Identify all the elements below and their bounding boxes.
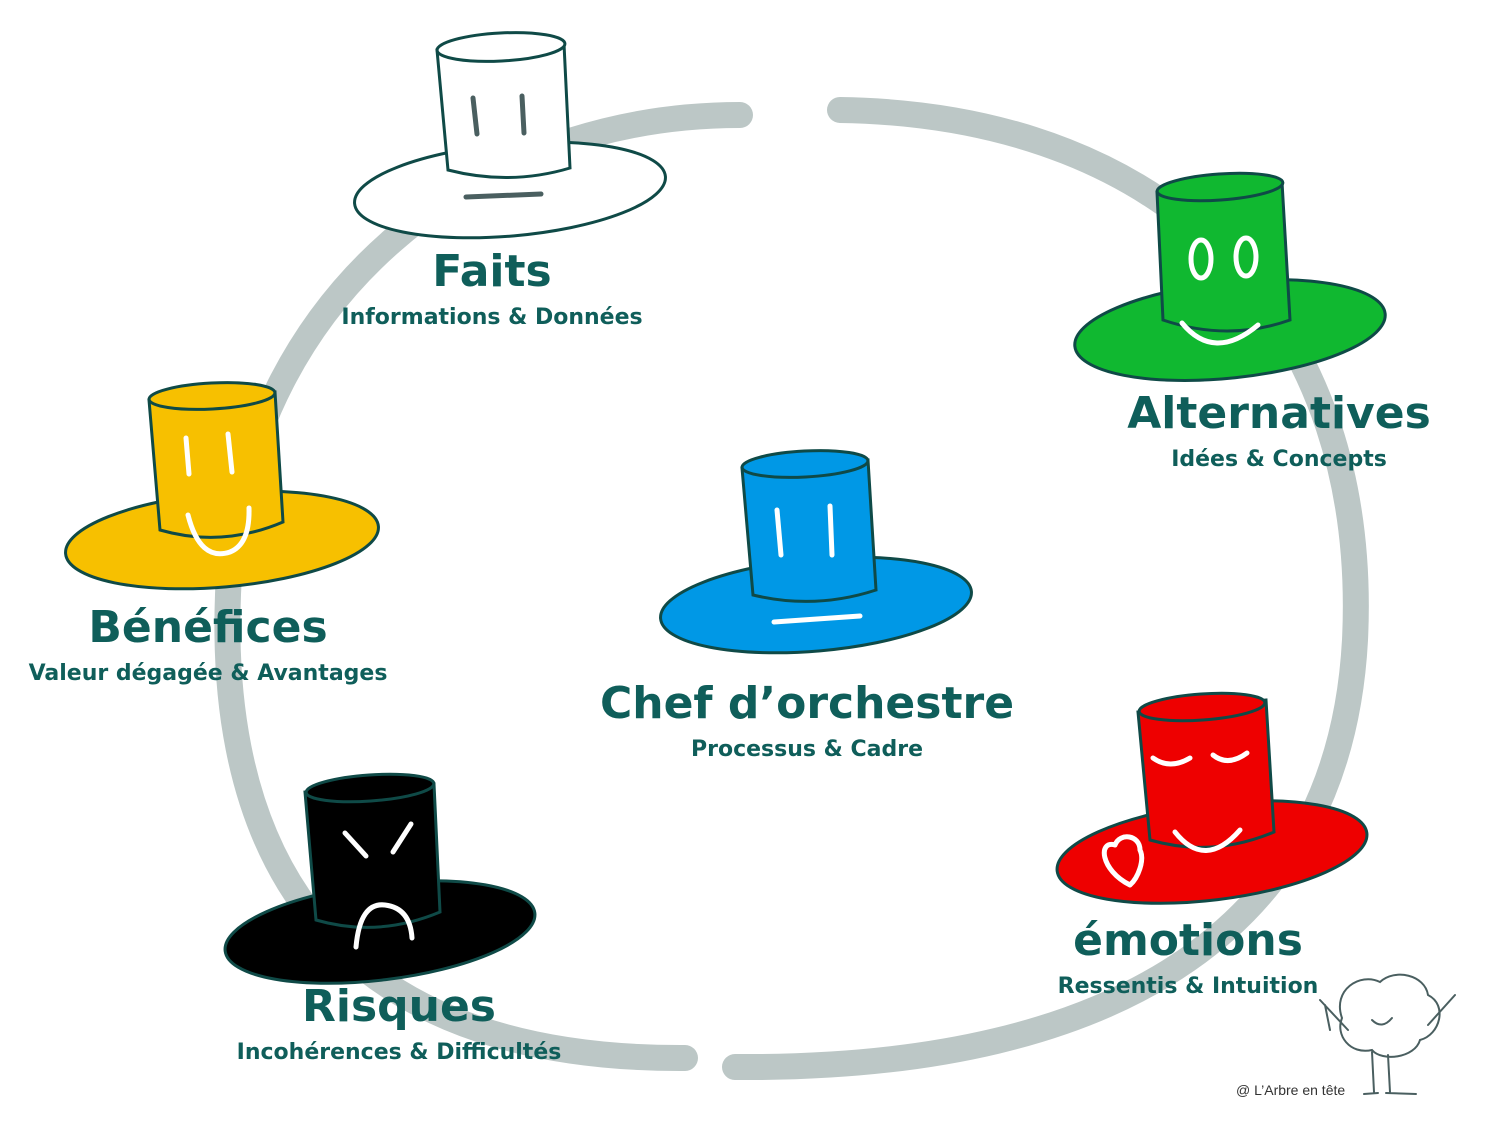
hat-chef-icon <box>659 449 973 655</box>
chef-title: Chef d’orchestre <box>599 678 1015 729</box>
hat-alternatives-icon <box>1073 171 1387 382</box>
benefices-subtitle: Valeur dégagée & Avantages <box>28 661 388 686</box>
tree-mascot-icon <box>1319 973 1456 1095</box>
alternatives-title: Alternatives <box>1127 388 1431 439</box>
cycle-ring-right <box>722 97 1369 1081</box>
chef-subtitle: Processus & Cadre <box>690 737 924 762</box>
benefices-title: Bénéfices <box>88 602 328 653</box>
risques-title: Risques <box>301 981 497 1032</box>
hat-benefices-icon <box>64 381 380 591</box>
risques-subtitle: Incohérences & Difficultés <box>236 1040 562 1065</box>
hat-emotions-label: émotions Ressentis & Intuition <box>1058 917 1319 1001</box>
alternatives-subtitle: Idées & Concepts <box>1171 447 1387 472</box>
hat-alternatives-label: Alternatives Idées & Concepts <box>1127 390 1431 474</box>
faits-subtitle: Informations & Données <box>341 305 643 330</box>
hat-emotions-icon <box>1055 691 1369 905</box>
faits-title: Faits <box>432 246 552 297</box>
emotions-title: émotions <box>1073 915 1303 966</box>
hat-faits-label: Faits Informations & Données <box>341 248 642 332</box>
emotions-subtitle: Ressentis & Intuition <box>1057 974 1319 999</box>
hat-benefices-label: Bénéfices Valeur dégagée & Avantages <box>29 604 388 688</box>
hat-risques-icon <box>223 772 537 985</box>
hat-risques-label: Risques Incohérences & Difficultés <box>237 983 562 1067</box>
hat-chef-label: Chef d’orchestre Processus & Cadre <box>600 680 1014 764</box>
credit-text: @ L’Arbre en tête <box>1236 1082 1346 1098</box>
hat-faits-icon <box>353 31 667 240</box>
